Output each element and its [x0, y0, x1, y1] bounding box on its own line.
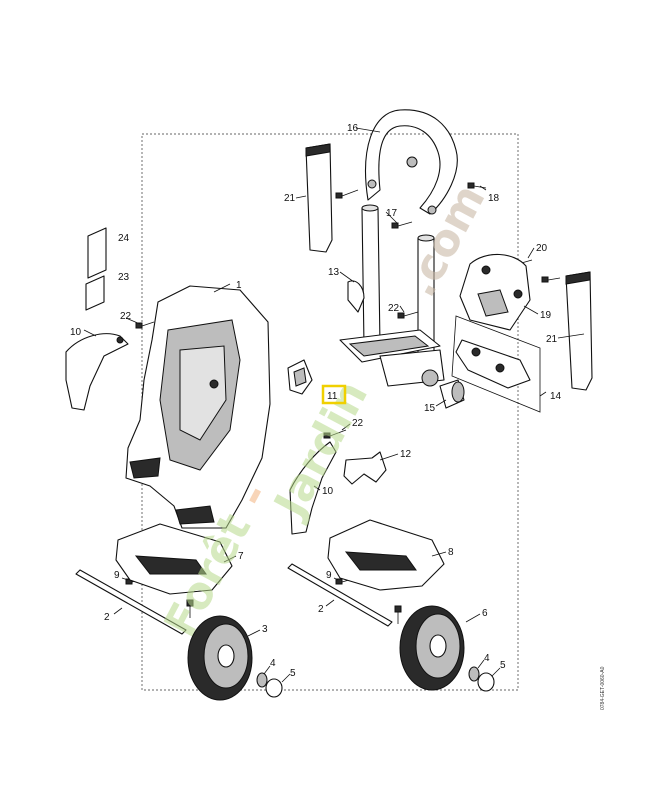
label-5-right: 5 [500, 660, 506, 671]
leader-lines [83, 127, 585, 683]
part-housing [125, 285, 271, 529]
label-5-left: 5 [290, 668, 296, 679]
part-wheel-caps [256, 666, 495, 698]
part-axles [75, 563, 393, 635]
watermark-text-jardin: Jardin [263, 373, 378, 528]
part-stickers [85, 227, 107, 311]
part-roller [439, 379, 465, 409]
label-9-right: 9 [326, 570, 332, 581]
label-12: 12 [400, 449, 412, 460]
label-3: 3 [262, 624, 268, 635]
label-13: 13 [328, 267, 340, 278]
part-base-left [115, 523, 233, 595]
label-10-left: 10 [70, 327, 82, 338]
label-21-left: 21 [284, 193, 296, 204]
label-17: 17 [386, 208, 398, 219]
label-9-left: 9 [114, 570, 120, 581]
part-numbers: 16 21 17 18 20 13 19 21 14 15 24 23 1 22… [70, 123, 562, 679]
label-4-right: 4 [484, 653, 490, 664]
part-side-cover-right [565, 271, 593, 391]
highlight-box-11 [321, 384, 347, 405]
label-2-right: 2 [318, 604, 324, 615]
label-1: 1 [236, 280, 242, 291]
part-clip [287, 359, 313, 395]
label-24: 24 [118, 233, 130, 244]
part-side-cover-left [305, 143, 333, 253]
label-22-mid: 22 [352, 418, 364, 429]
part-accessory-holder [451, 315, 541, 413]
part-base-right [327, 519, 445, 591]
label-22-left: 22 [120, 311, 132, 322]
part-wheel-left [187, 615, 253, 701]
part-hose-holder [459, 253, 531, 331]
label-10-right: 10 [322, 486, 334, 497]
label-8: 8 [448, 547, 454, 558]
label-20: 20 [536, 243, 548, 254]
label-11: 11 [327, 391, 338, 402]
part-frame [339, 204, 445, 387]
part-hook [343, 451, 387, 485]
label-18: 18 [488, 193, 500, 204]
part-handle [365, 109, 458, 215]
part-cover-strip-right [289, 441, 337, 535]
label-19: 19 [540, 310, 552, 321]
label-6: 6 [482, 608, 488, 619]
label-15: 15 [424, 403, 436, 414]
part-wheel-right [399, 605, 465, 691]
label-16: 16 [347, 123, 359, 134]
label-2-left: 2 [104, 612, 110, 623]
part-cover-strip-left [65, 333, 129, 411]
label-4-left: 4 [270, 658, 276, 669]
label-7: 7 [238, 551, 244, 562]
label-22-top: 22 [388, 303, 400, 314]
drawing-id: 0784-GET-0060-A0 [600, 666, 606, 710]
label-14: 14 [550, 391, 562, 402]
label-23: 23 [118, 272, 130, 283]
label-21-right: 21 [546, 334, 558, 345]
